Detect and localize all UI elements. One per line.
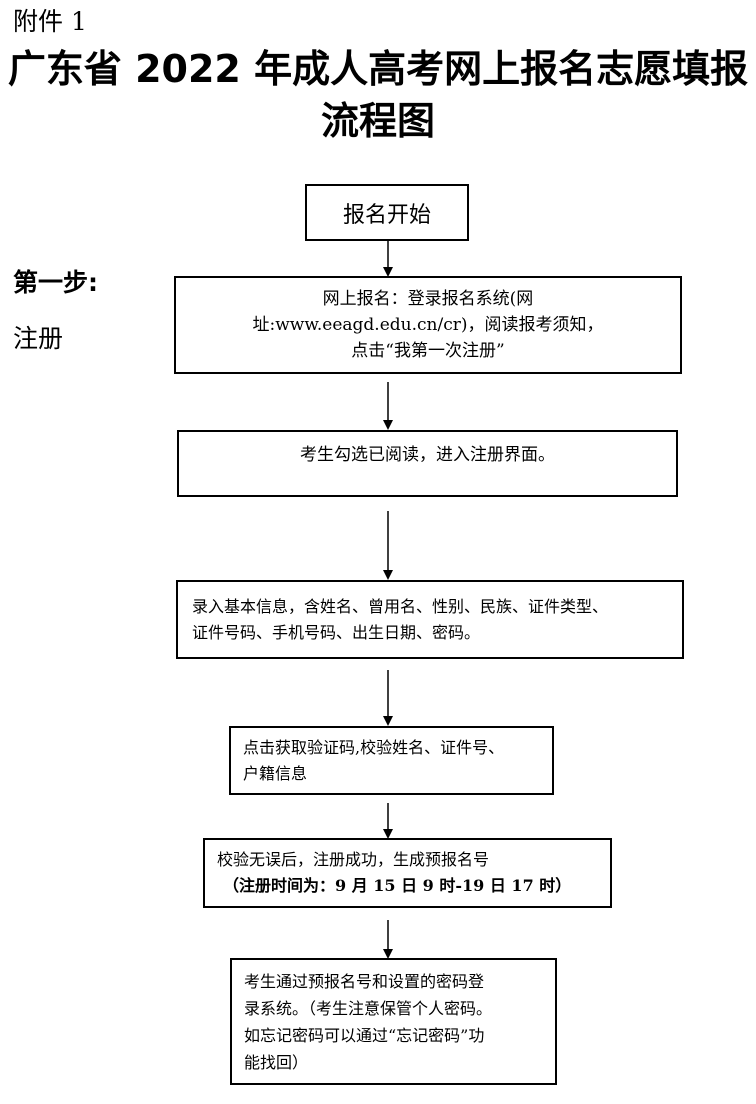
flow-box-5-line1: 点击获取验证码,校验姓名、证件号、 [243,737,505,757]
step-label: 第一步: [13,268,98,297]
flow-box-2-line2: 址:www.eeagd.edu.cn/cr)，阅读报考须知， [252,315,604,335]
flow-box-login: 考生通过预报名号和设置的密码登 录系统。（考生注意保管个人密码。 如忘记密码可以… [230,958,557,1085]
flow-box-2-line1: 网上报名：登录报名系统(网 [322,289,534,309]
flow-box-7-line3: 如忘记密码可以通过“忘记密码”功 [244,1025,485,1045]
flow-box-basic-info: 录入基本信息，含姓名、曾用名、性别、民族、证件类型、 证件号码、手机号码、出生日… [176,580,684,659]
step-name: 注册 [13,324,64,353]
flow-box-5-line2: 户籍信息 [243,763,308,783]
flow-box-registration-success: 校验无误后，注册成功，生成预报名号 （注册时间为：9 月 15 日 9 时-19… [203,838,612,908]
flow-box-online-registration: 网上报名：登录报名系统(网 址:www.eeagd.edu.cn/cr)，阅读报… [174,276,682,374]
flow-box-7-line1: 考生通过预报名号和设置的密码登 [244,971,485,991]
flow-box-6-line2: （注册时间为：9 月 15 日 9 时-19 日 17 时） [223,876,572,895]
attachment-label: 附件 1 [13,7,87,36]
flow-box-4-line1: 录入基本信息，含姓名、曾用名、性别、民族、证件类型、 [192,596,609,616]
flow-box-2-line3: 点击“我第一次注册” [351,341,505,361]
flow-box-7-line4: 能找回） [244,1052,309,1072]
flow-box-start: 报名开始 [305,184,469,241]
page-title-line1: 广东省 2022 年成人高考网上报名志愿填报 [7,47,749,91]
flow-box-7-line2: 录系统。（考生注意保管个人密码。 [244,998,493,1018]
flow-box-3-line1: 考生勾选已阅读，进入注册界面。 [300,445,555,465]
flow-box-6-line1: 校验无误后，注册成功，生成预报名号 [217,850,490,869]
flow-box-verification: 点击获取验证码,校验姓名、证件号、 户籍信息 [229,726,554,795]
page-title-line2: 流程图 [320,99,435,143]
flow-box-start-text: 报名开始 [342,202,431,228]
flow-box-4-line2: 证件号码、手机号码、出生日期、密码。 [192,622,481,642]
flow-box-agree-terms: 考生勾选已阅读，进入注册界面。 [177,430,678,497]
